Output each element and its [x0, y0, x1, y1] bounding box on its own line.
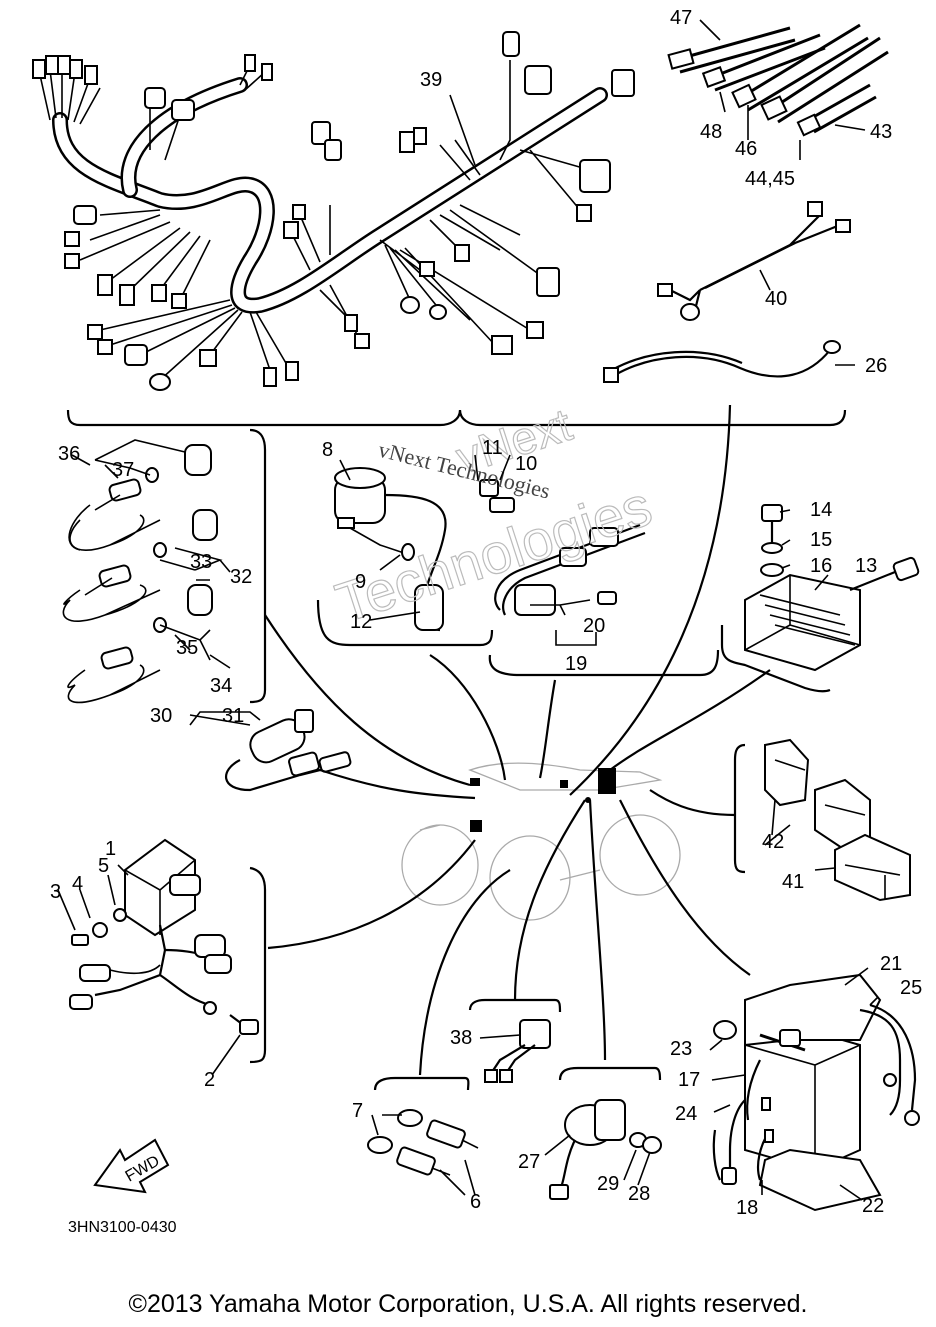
- callout-31: 31: [222, 705, 244, 727]
- sensor-switch-group: [62, 428, 267, 704]
- callout-42: 42: [762, 831, 784, 853]
- callout-3: 3: [50, 881, 61, 903]
- fwd-arrow-icon: FWD: [93, 1138, 170, 1194]
- callout-9: 9: [355, 571, 366, 593]
- rectifier-regulator: [720, 504, 920, 693]
- main-wire-harness: [32, 31, 635, 391]
- callout-6: 6: [470, 1191, 481, 1213]
- diode-connector: [468, 998, 562, 1083]
- callout-33: 33: [190, 551, 212, 573]
- callout-16: 16: [810, 555, 832, 577]
- callout-5: 5: [98, 855, 109, 877]
- callout-27: 27: [518, 1151, 540, 1173]
- callout-48: 48: [700, 121, 722, 143]
- atv-silhouette: [401, 762, 681, 921]
- callout-21: 21: [880, 953, 902, 975]
- diagram-code: 3HN3100-0430: [68, 1219, 177, 1236]
- callout-40: 40: [765, 288, 787, 310]
- callout-38: 38: [450, 1027, 472, 1049]
- callout-30: 30: [150, 705, 172, 727]
- callout-41: 41: [782, 871, 804, 893]
- wire-lead: [603, 340, 841, 383]
- battery-assembly: [712, 973, 920, 1212]
- callout-14: 14: [810, 499, 832, 521]
- callout-numbers: 47 48 46 43 44,45 39 40 26 36 37 33 32 3…: [50, 7, 922, 1219]
- callout-36: 36: [58, 443, 80, 465]
- callout-24: 24: [675, 1103, 697, 1125]
- callout-10: 10: [515, 453, 537, 475]
- callout-13: 13: [855, 555, 877, 577]
- callout-7: 7: [352, 1100, 363, 1122]
- callout-47: 47: [670, 7, 692, 29]
- callout-1: 1: [105, 838, 116, 860]
- spark-plug-group: [367, 1076, 479, 1176]
- neutral-switch: [189, 709, 352, 792]
- callout-8: 8: [322, 439, 333, 461]
- callout-35: 35: [176, 637, 198, 659]
- callout-34: 34: [210, 675, 232, 697]
- harness-bracket: [66, 409, 847, 427]
- callout-37: 37: [112, 459, 134, 481]
- terminal-covers: [733, 738, 911, 902]
- callout-12: 12: [350, 611, 372, 633]
- relay-harness: [479, 479, 720, 677]
- callout-leaders: [57, 19, 879, 1201]
- callout-32: 32: [230, 566, 252, 588]
- callout-44-45: 44,45: [745, 168, 795, 190]
- callout-25: 25: [900, 977, 922, 999]
- callout-23: 23: [670, 1038, 692, 1060]
- callout-26: 26: [865, 355, 887, 377]
- callout-22: 22: [862, 1195, 884, 1217]
- callout-17: 17: [678, 1069, 700, 1091]
- callout-28: 28: [628, 1183, 650, 1205]
- callout-15: 15: [810, 529, 832, 551]
- callout-29: 29: [597, 1173, 619, 1195]
- callout-2: 2: [204, 1069, 215, 1091]
- callout-39: 39: [420, 69, 442, 91]
- cdi-unit: [69, 838, 267, 1064]
- callout-11: 11: [482, 437, 503, 459]
- callout-4: 4: [72, 873, 83, 895]
- callout-19: 19: [565, 653, 587, 675]
- cable-bands: [667, 23, 889, 137]
- starter-switch: [549, 1066, 662, 1200]
- callout-43: 43: [870, 121, 892, 143]
- callout-46: 46: [735, 138, 757, 160]
- callout-20: 20: [583, 615, 605, 637]
- callout-18: 18: [736, 1197, 758, 1219]
- copyright-notice: ©2013 Yamaha Motor Corporation, U.S.A. A…: [128, 1290, 808, 1318]
- ignition-coil: [316, 467, 494, 647]
- sub-lead: [657, 201, 851, 321]
- leader-lines: [264, 404, 771, 1076]
